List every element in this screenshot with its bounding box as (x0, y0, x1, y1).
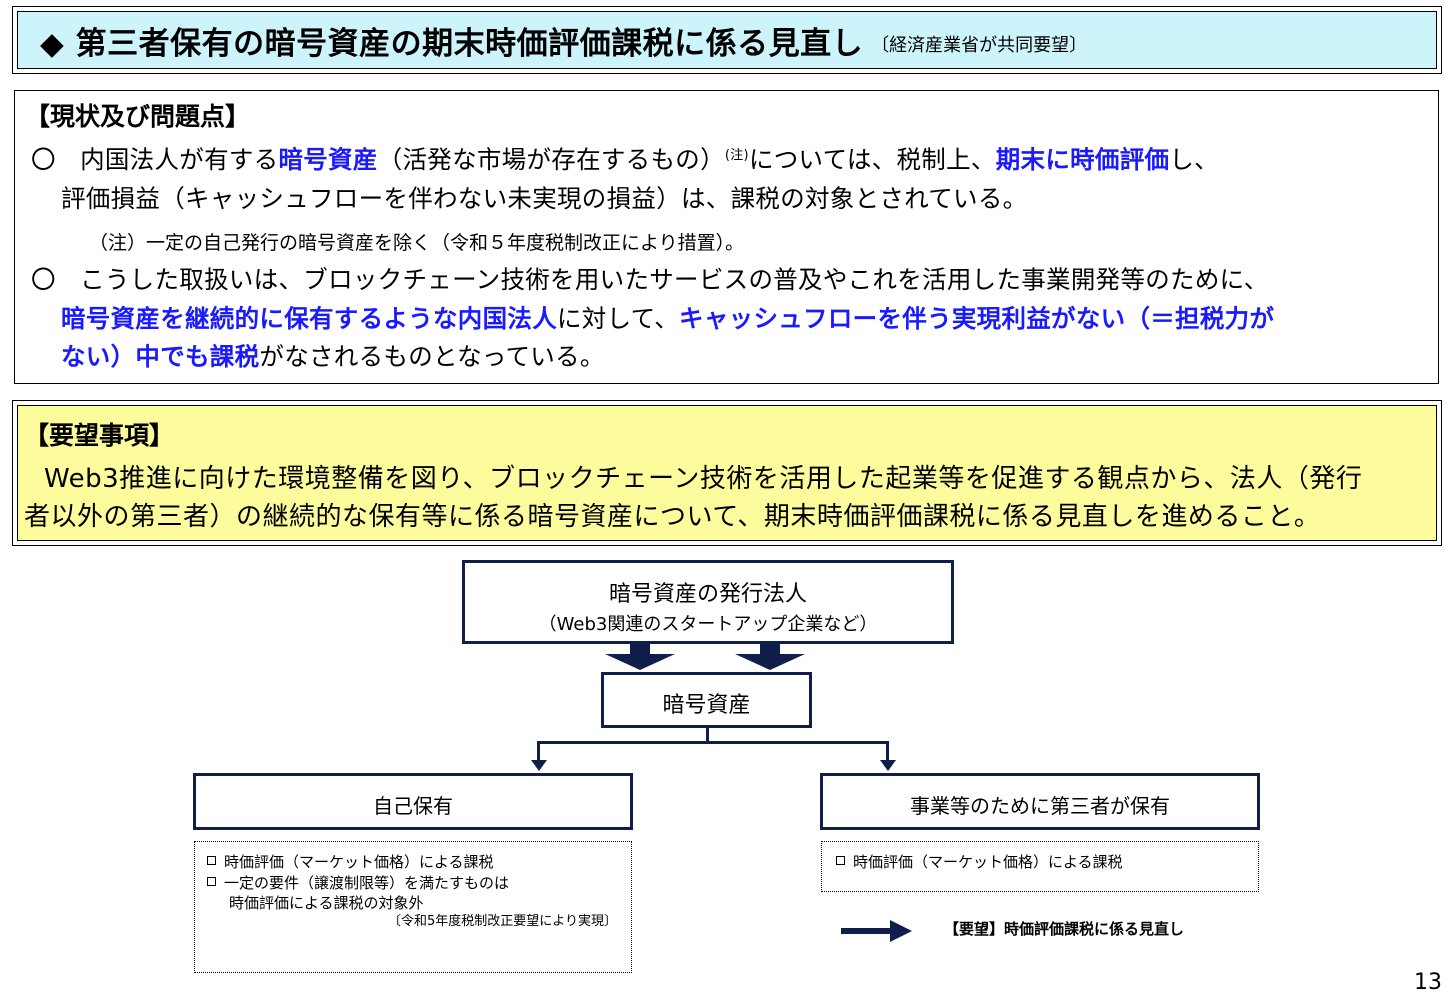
status-paragraph-2-line-2: 暗号資産を継続的に保有するような内国法人に対して、キャッシュフローを伴う実現利益… (61, 300, 1274, 335)
text: については、税制上、 (748, 145, 996, 174)
down-arrow-right (735, 644, 805, 670)
list-item: 時価評価（マーケット価格）による課税 (207, 851, 494, 872)
status-paragraph-2-line-3: ない）中でも課税がなされるものとなっている。 (61, 338, 605, 373)
emphasis-text: 期末に時価評価 (995, 145, 1170, 174)
third-party-box: 事業等のために第三者が保有 (820, 773, 1260, 830)
list-item-text: 一定の要件（譲渡制限等）を満たすものは (224, 874, 510, 892)
connector-stem (706, 728, 709, 743)
text: 内国法人が有する (80, 145, 279, 174)
bullet-circle: 〇 (31, 265, 56, 294)
text: （活発な市場が存在するもの） (377, 145, 725, 174)
page-subtitle: 〔経済産業省が共同要望〕 (871, 35, 1088, 56)
text: がなされるものとなっている。 (259, 342, 605, 371)
request-line-1: Web3推進に向けた環境整備を図り、ブロックチェーン技術を活用した起業等を促進す… (44, 464, 1363, 494)
issuer-title: 暗号資産の発行法人 (608, 582, 807, 607)
legend-label: 【要望】時価評価課税に係る見直し (944, 920, 1185, 938)
list-item-text: 時価評価（マーケット価格）による課税 (224, 853, 494, 871)
request-section: 【要望事項】 Web3推進に向けた環境整備を図り、ブロックチェーン技術を活用した… (12, 400, 1442, 546)
status-heading: 【現状及び問題点】 (25, 102, 251, 131)
arrowhead-left-icon (531, 760, 547, 771)
status-paragraph-1: 〇 内国法人が有する暗号資産（活発な市場が存在するもの）(注)については、税制上… (31, 141, 1219, 176)
request-heading: 【要望事項】 (24, 421, 175, 450)
title-banner: ◆ 第三者保有の暗号資産の期末時価評価課税に係る見直し 〔経済産業省が共同要望〕 (12, 6, 1442, 74)
title-banner-inner: ◆ 第三者保有の暗号資産の期末時価評価課税に係る見直し 〔経済産業省が共同要望〕 (17, 11, 1437, 69)
connector-horizontal (537, 741, 889, 744)
square-bullet-icon (207, 856, 216, 865)
page-title: 第三者保有の暗号資産の期末時価評価課税に係る見直し (75, 25, 864, 62)
list-item: 時価評価（マーケット価格）による課税 (836, 851, 1123, 872)
status-paragraph-1-line-2: 評価損益（キャッシュフローを伴わない未実現の損益）は、課税の対象とされている。 (61, 184, 1028, 213)
issuer-subtitle: （Web3関連のスタートアップ企業など） (538, 614, 878, 635)
text: し、 (1169, 145, 1219, 174)
third-party-detail: 時価評価（マーケット価格）による課税 (821, 841, 1259, 892)
asset-label: 暗号資産 (662, 693, 751, 718)
note-marker: (注) (724, 147, 749, 163)
emphasis-text: 暗号資産を継続的に保有するような内国法人 (61, 304, 557, 333)
request-arrow-icon (841, 920, 912, 942)
status-footnote: （注）一定の自己発行の暗号資産を除く（令和５年度税制改正により措置）。 (89, 232, 745, 254)
status-paragraph-2: 〇 こうした取扱いは、ブロックチェーン技術を用いたサービスの普及やこれを活用した… (31, 261, 1269, 296)
connector-right (886, 741, 889, 765)
square-bullet-icon (836, 856, 845, 865)
issuer-box: 暗号資産の発行法人 （Web3関連のスタートアップ企業など） (462, 560, 954, 644)
page-title-wrap: ◆ 第三者保有の暗号資産の期末時価評価課税に係る見直し (40, 18, 863, 63)
down-arrows-icon (605, 644, 805, 670)
arrowhead-right-icon (880, 760, 896, 771)
connector-left (537, 741, 540, 765)
left-note: 〔令和5年度税制改正要望により実現〕 (387, 914, 617, 929)
list-item-continued: 時価評価による課税の対象外 (229, 894, 424, 912)
emphasis-text: ない）中でも課税 (61, 342, 260, 371)
request-line-2: 者以外の第三者）の継続的な保有等に係る暗号資産について、期末時価評価課税に係る見… (24, 502, 1321, 532)
square-bullet-icon (207, 877, 216, 886)
status-section: 【現状及び問題点】 〇 内国法人が有する暗号資産（活発な市場が存在するもの）(注… (14, 90, 1439, 384)
self-hold-detail: 時価評価（マーケット価格）による課税 一定の要件（譲渡制限等）を満たすものは 時… (194, 841, 632, 973)
down-arrow-left (605, 644, 675, 670)
self-hold-box: 自己保有 (193, 773, 633, 830)
request-section-inner: 【要望事項】 Web3推進に向けた環境整備を図り、ブロックチェーン技術を活用した… (17, 405, 1437, 541)
list-item-text: 時価評価（マーケット価格）による課税 (853, 853, 1123, 871)
text: こうした取扱いは、ブロックチェーン技術を用いたサービスの普及やこれを活用した事業… (80, 265, 1269, 294)
list-item: 一定の要件（譲渡制限等）を満たすものは (207, 872, 509, 893)
bullet-circle: 〇 (31, 145, 56, 174)
text: に対して、 (557, 304, 680, 333)
self-hold-label: 自己保有 (373, 794, 453, 818)
emphasis-text: キャッシュフローを伴う実現利益がない（＝担税力が (679, 304, 1275, 333)
third-party-label: 事業等のために第三者が保有 (910, 794, 1170, 818)
diamond-icon: ◆ (40, 25, 65, 62)
page-number: 13 (1414, 970, 1442, 995)
emphasis-text: 暗号資産 (278, 145, 378, 174)
asset-box: 暗号資産 (601, 672, 812, 728)
